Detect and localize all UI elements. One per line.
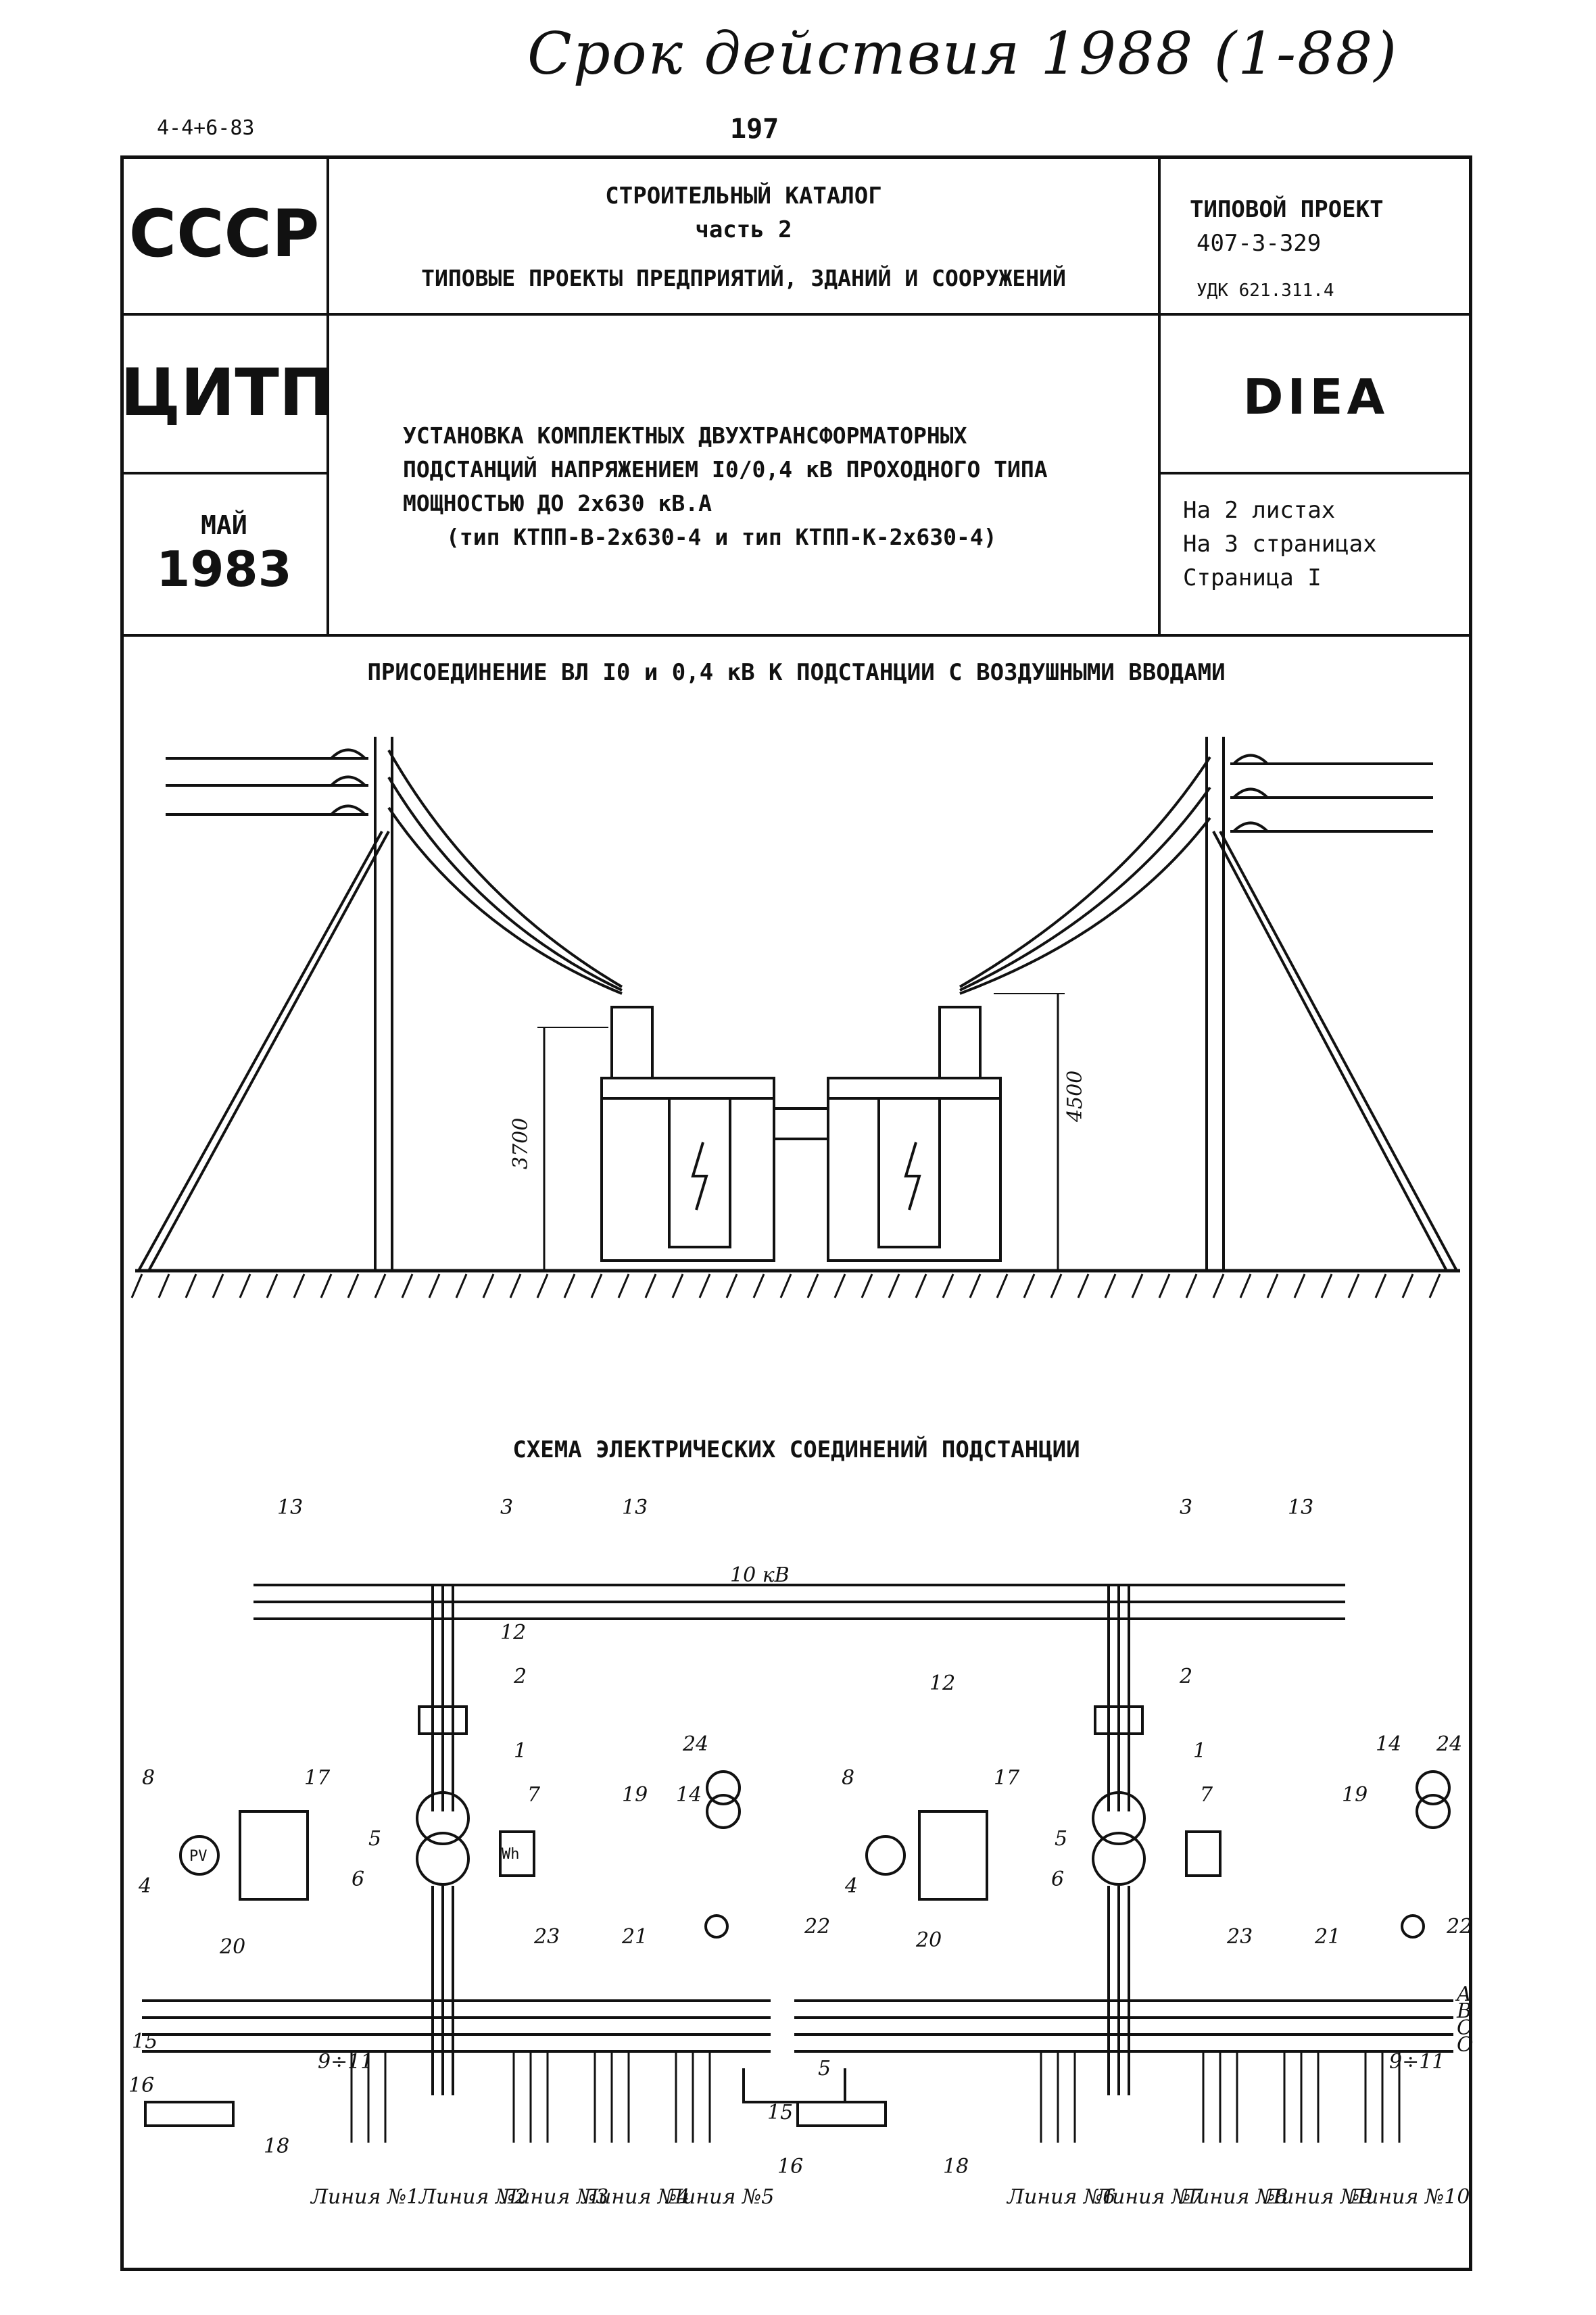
project-label: ТИПОВОЙ ПРОЕКТ <box>1190 196 1384 223</box>
handwritten-validity-note: Срок действия 1988 (1-88) <box>527 20 1399 88</box>
section1-title: ПРИСОЕДИНЕНИЕ ВЛ I0 и 0,4 кВ К ПОДСТАНЦИ… <box>367 659 1226 686</box>
project-code: DIEA <box>1242 368 1389 425</box>
current-page: Страница I <box>1183 564 1322 591</box>
catalog-line1: СТРОИТЕЛЬНЫЙ КАТАЛОГ <box>605 182 882 210</box>
title-line4: (тип КТПП-В-2х630-4 и тип КТПП-К-2х630-4… <box>446 524 997 550</box>
project-number: 407-3-329 <box>1196 230 1322 257</box>
page-number: 197 <box>730 114 779 145</box>
title-line2: ПОДСТАНЦИЙ НАПРЯЖЕНИЕМ I0/0,4 кВ ПРОХОДН… <box>403 456 1048 483</box>
org-ussr: СССР <box>128 196 320 272</box>
document-frame <box>120 155 1472 2271</box>
year: 1983 <box>156 541 292 598</box>
section2-title: СХЕМА ЭЛЕКТРИЧЕСКИХ СОЕДИНЕНИЙ ПОДСТАНЦИ… <box>512 1436 1080 1463</box>
catalog-line2: часть 2 <box>695 216 792 243</box>
pages-count: На 3 страницах <box>1183 531 1377 558</box>
doc-code: 4-4+6-83 <box>157 116 255 140</box>
title-line3: МОЩНОСТЬЮ ДО 2х630 кВ.А <box>403 490 712 516</box>
sheets-count: На 2 листах <box>1183 497 1336 524</box>
title-line1: УСТАНОВКА КОМПЛЕКТНЫХ ДВУХТРАНСФОРМАТОРН… <box>403 422 967 449</box>
month: МАЙ <box>201 510 247 540</box>
udk: УДК 621.311.4 <box>1196 281 1334 301</box>
catalog-line3: ТИПОВЫЕ ПРОЕКТЫ ПРЕДПРИЯТИЙ, ЗДАНИЙ И СО… <box>421 265 1066 291</box>
org-citp: ЦИТП <box>120 355 334 431</box>
